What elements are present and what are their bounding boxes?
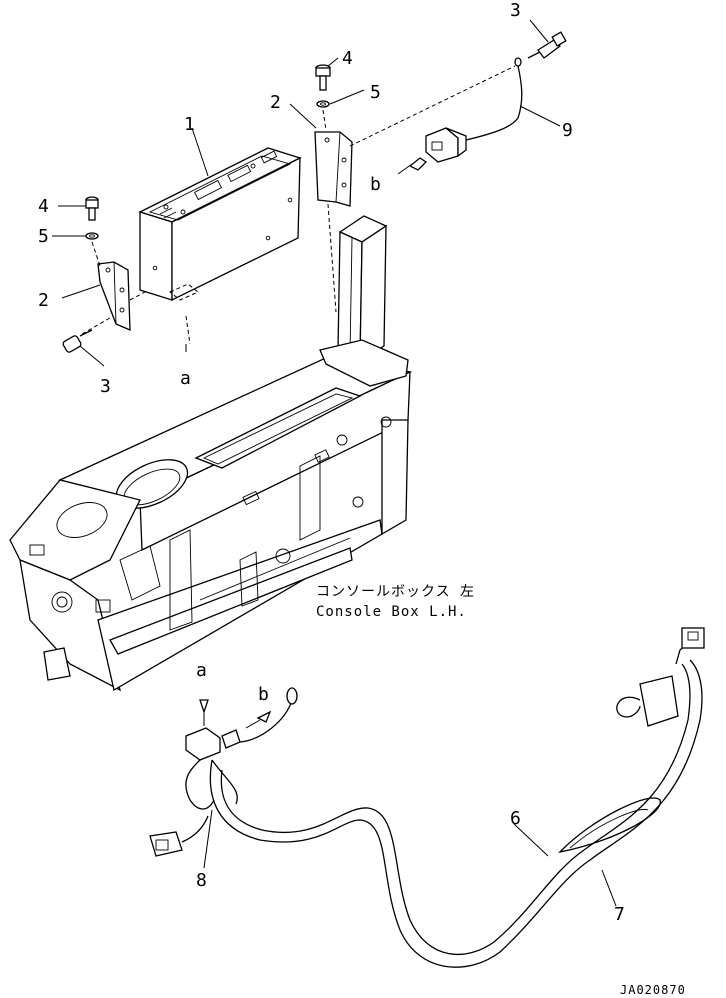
left-bracket-assembly — [62, 196, 146, 353]
part-label-2-right: 2 — [270, 92, 281, 113]
reference-labels: a a b b — [180, 174, 381, 705]
part-label-1: 1 — [184, 114, 195, 135]
caption: コンソールボックス 左 Console Box L.H. — [316, 584, 475, 620]
caption-japanese: コンソールボックス 左 — [316, 584, 475, 600]
console-post — [337, 215, 388, 362]
part-label-3-left: 3 — [100, 376, 111, 397]
console-box-body — [9, 315, 413, 692]
monitor-unit-part — [138, 147, 302, 302]
part-label-7: 7 — [614, 904, 625, 925]
part-label-4-right: 4 — [342, 48, 353, 69]
leader-lines — [52, 19, 617, 907]
part-label-8: 8 — [196, 870, 207, 891]
part-label-4-left: 4 — [38, 196, 49, 217]
right-bracket-assembly — [314, 64, 516, 313]
drawing-id: JA020870 — [620, 983, 686, 997]
ref-b-upper: b — [370, 174, 381, 195]
part-label-2-left: 2 — [38, 290, 49, 311]
part-label-9: 9 — [562, 120, 573, 141]
ref-b-lower: b — [258, 684, 269, 705]
part-label-5-left: 5 — [38, 226, 49, 247]
part-label-3-top: 3 — [510, 0, 521, 21]
harness-9-part — [397, 31, 567, 175]
part-labels: 1 2 2 3 3 4 4 5 5 6 7 8 9 — [38, 0, 625, 925]
caption-english: Console Box L.H. — [316, 604, 467, 620]
part-label-5-right: 5 — [370, 82, 381, 103]
part-label-6: 6 — [510, 808, 521, 829]
harness-lower — [149, 627, 705, 968]
ref-a-upper: a — [180, 368, 191, 389]
ref-a-lower: a — [196, 660, 207, 681]
